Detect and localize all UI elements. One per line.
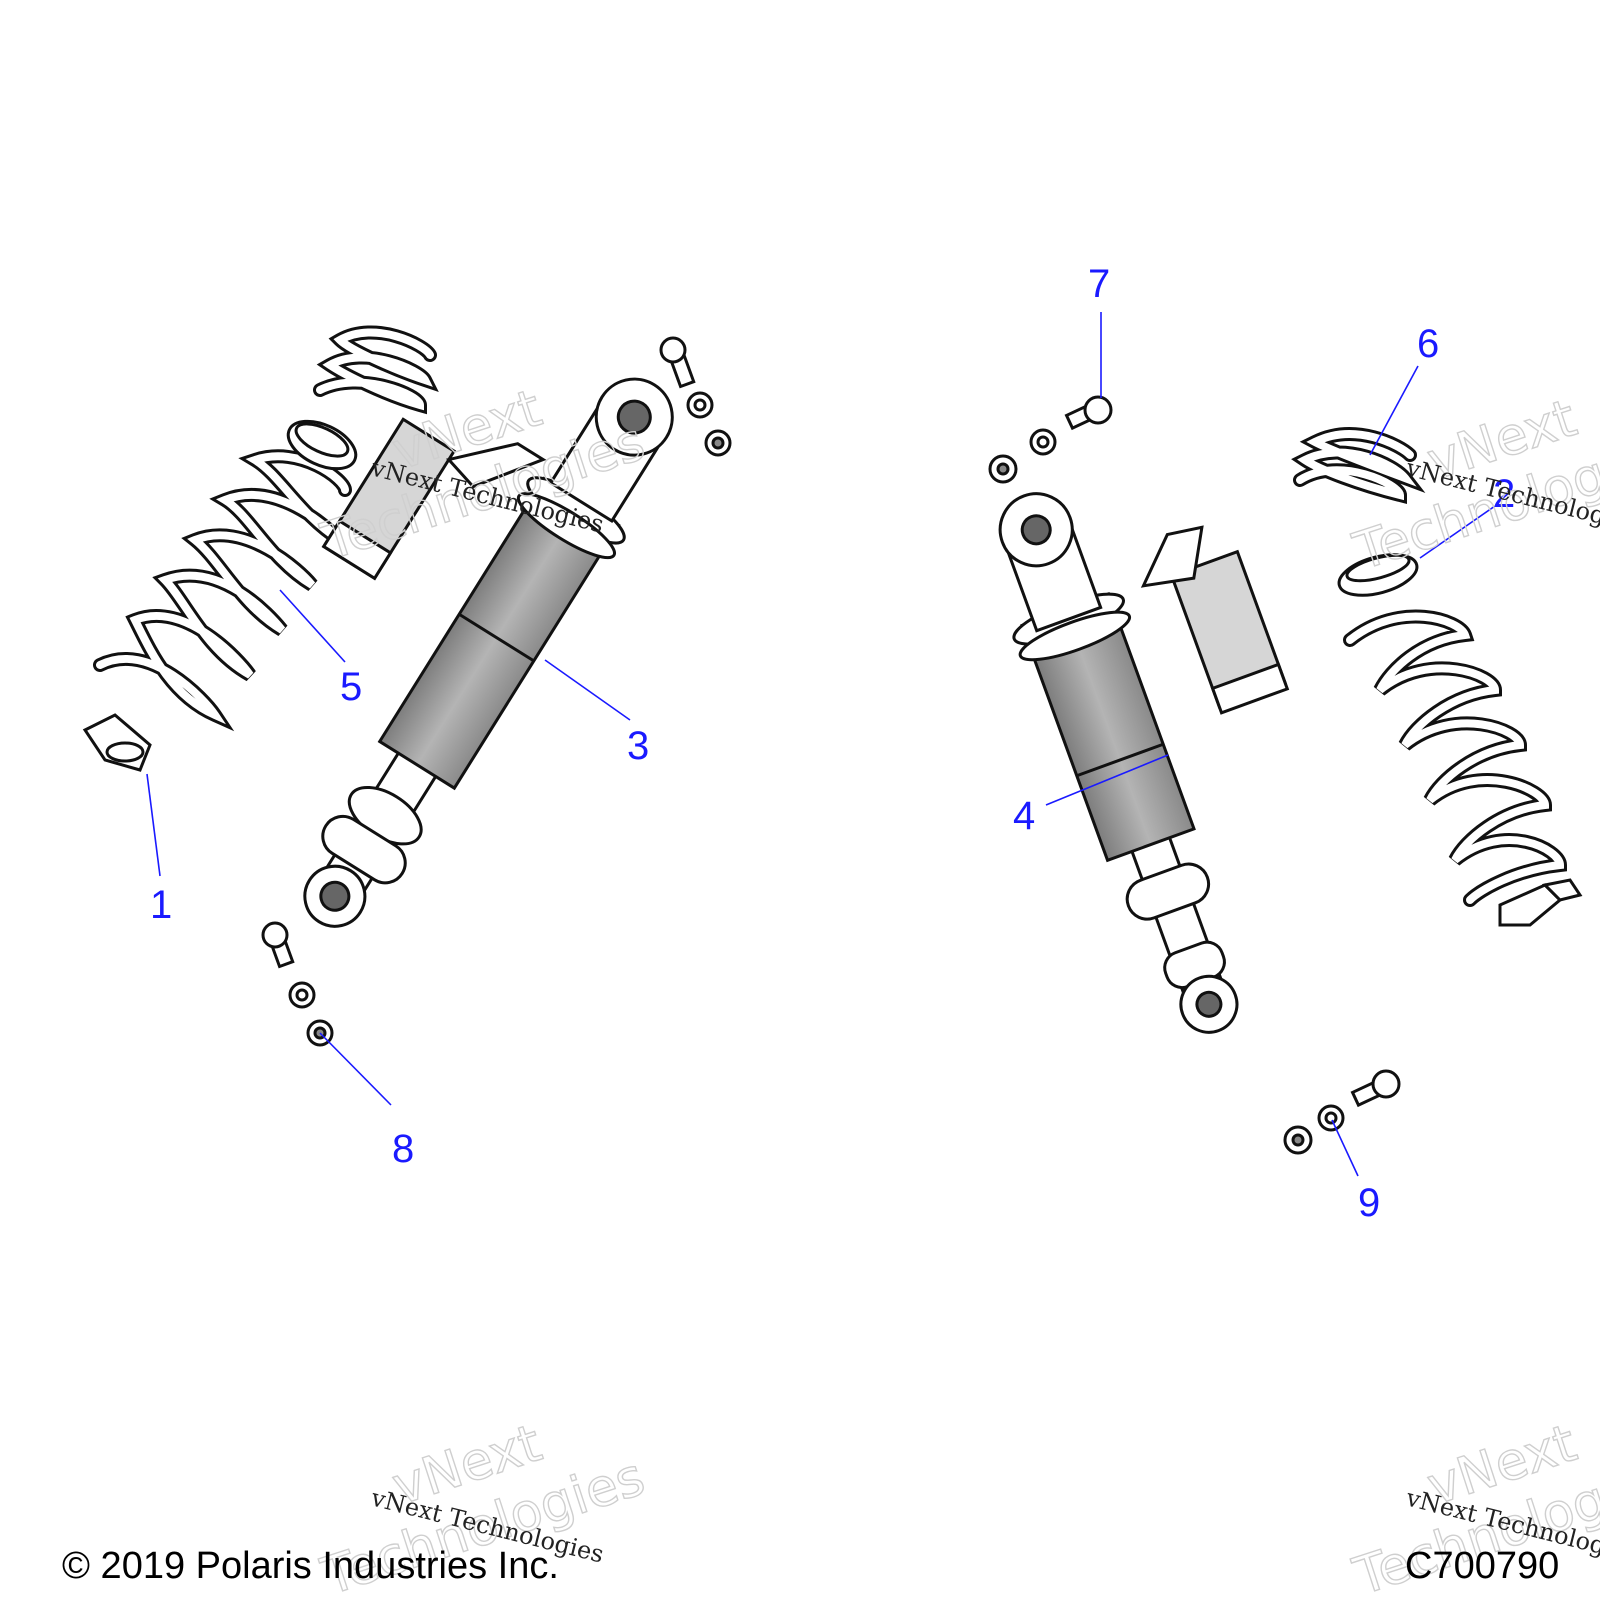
right-spring-retainer (1498, 878, 1583, 927)
left-shock-absorber (303, 377, 674, 928)
left-bottom-washer (288, 981, 316, 1009)
leader-5 (279, 589, 346, 663)
callout-6: 6 (1417, 322, 1439, 366)
right-top-nut (988, 454, 1018, 484)
right-shock-absorber (998, 492, 1290, 1034)
leader-lines (146, 312, 1496, 1177)
figure-code: C700790 (1405, 1545, 1560, 1587)
right-coil-spring (1343, 609, 1568, 907)
left-top-nut (704, 429, 732, 457)
right-spring-spacer (1337, 553, 1419, 597)
left-tender-spring (313, 325, 439, 415)
right-bottom-washer (1317, 1104, 1345, 1132)
callout-3: 3 (627, 724, 649, 768)
right-bottom-bolt (1350, 1069, 1401, 1108)
leader-6 (1369, 365, 1419, 456)
right-top-washer (1029, 428, 1057, 456)
callout-8: 8 (392, 1127, 414, 1171)
callout-4: 4 (1013, 794, 1035, 838)
left-top-washer (686, 391, 714, 419)
leader-4 (1045, 754, 1169, 806)
callout-2: 2 (1493, 472, 1515, 516)
leader-2 (1419, 505, 1496, 559)
right-top-bolt (1064, 395, 1113, 431)
left-spring-spacer (286, 419, 358, 471)
left-top-bolt (659, 336, 696, 389)
callout-9: 9 (1358, 1181, 1380, 1225)
right-tender-spring (1291, 427, 1426, 504)
right-bottom-nut (1283, 1125, 1313, 1155)
leader-9 (1331, 1119, 1359, 1177)
callout-7: 7 (1088, 262, 1110, 306)
left-coil-spring (93, 449, 352, 732)
leader-1 (146, 773, 161, 877)
left-bottom-bolt (261, 921, 295, 969)
callout-1: 1 (150, 883, 172, 927)
copyright-notice: © 2019 Polaris Industries Inc. (62, 1545, 559, 1587)
leader-3 (544, 659, 631, 721)
callout-numbers: 1 2 3 4 5 6 7 8 9 (150, 262, 1515, 1225)
callout-5: 5 (340, 665, 362, 709)
left-spring-retainer (82, 713, 152, 772)
leader-8 (319, 1032, 392, 1106)
